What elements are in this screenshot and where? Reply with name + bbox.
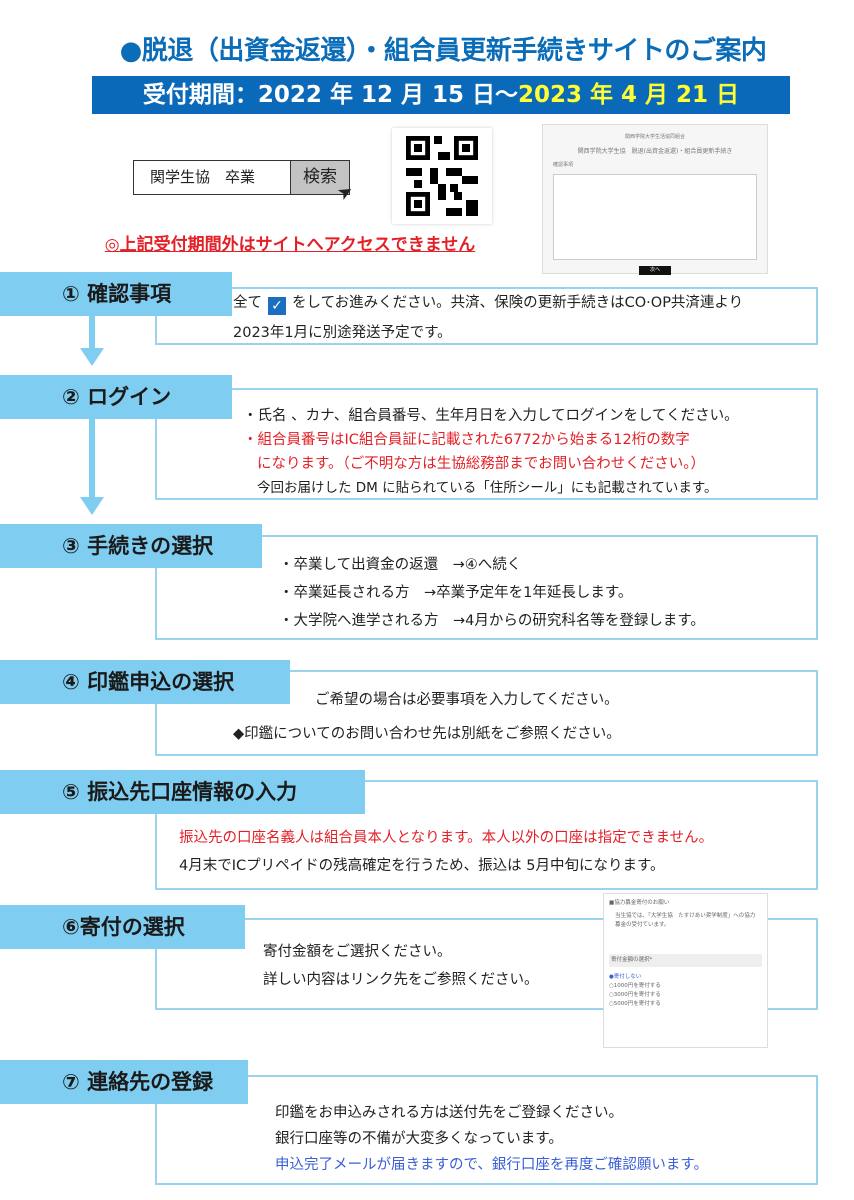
donation-option: ○3000円を寄付する [609,992,661,998]
section-1-box: 全て ✓ をしてお進みください。共済、保険の更新手続きはCO·OP共済連より 202… [155,287,818,345]
donation-screenshot: ■協力募金寄付のお願い 当生協では、「大学生協 たすけあい奨学制度」への協力募金… [603,893,768,1048]
flow-arrow-icon [80,316,104,366]
donation-option: ○5000円を寄付する [609,1001,661,1007]
section-3-header: ③ 手続きの選択 [0,524,262,568]
period-start: 受付期間：2022 年 12 月 15 日～ [142,82,518,108]
section-7-line-2: 銀行口座等の不備が大変多くなっています。 [275,1131,563,1147]
site-content [553,174,757,260]
site-next-button: 次へ [639,266,671,275]
qr-code-icon [406,136,478,216]
section-3-line-2: ・卒業延長される方 →卒業予定年を1年延長します。 [279,585,633,601]
section-4-line-2: ◆印鑑についてのお問い合わせ先は別紙をご参照ください。 [233,726,621,742]
page-title: ●脱退（出資金返還）・組合員更新手続きサイトのご案内 [119,36,767,66]
access-notice: ◎上記受付期間外はサイトへアクセスできません [104,235,476,255]
section-6-line-2: 詳しい内容はリンク先をご参照ください。 [263,972,539,988]
section-2-line-1: ・氏名 、カナ、組合員番号、生年月日を入力してログインをしてください。 [243,408,739,424]
section-5-header: ⑤ 振込先口座情報の入力 [0,770,365,814]
section-1-line-1: 全て ✓ をしてお進みください。共済、保険の更新手続きはCO·OP共済連より [233,291,743,315]
period-end: 2023 年 4 月 21 日 [518,82,740,108]
section-2-header: ② ログイン [0,375,232,419]
search-input[interactable]: 関学生協 卒業 [150,168,256,186]
section-6-line-1: 寄付金額をご選択ください。 [263,944,452,960]
section-7-line-1: 印鑑をお申込みされる方は送付先をご登録ください。 [275,1105,623,1121]
donation-option: ●寄付しない [609,974,642,980]
section-3-line-1: ・卒業して出資金の返還 →④へ続く [279,557,522,573]
site-screenshot: 関西学院大学生活協同組合 関西学院大学生協 脱退(出資金返還)・組合員更新手続き… [542,124,768,275]
section-7-line-3: 申込完了メールが届きますので、銀行口座を再度ご確認願います。 [275,1157,708,1173]
section-6-header: ⑥寄付の選択 [0,905,245,949]
section-2-line-3: になります。（ご不明な方は生協総務部までお問い合わせください。） [257,456,706,472]
section-2-box: ・氏名 、カナ、組合員番号、生年月日を入力してログインをしてください。 ・組合員… [155,388,818,500]
section-2-line-2: ・組合員番号はIC組合員証に記載された6772から始まる12桁の数字 [243,432,690,448]
section-5-line-2: 4月末でICプリペイドの残高確定を行うため、振込は 5月中旬になります。 [179,858,665,874]
section-5-box: 振込先の口座名義人は組合員本人となります。本人以外の口座は指定できません。 4月… [155,780,818,890]
text: をしてお進みください。共済、保険の更新手続きはCO·OP共済連より [292,295,744,311]
site-org: 関西学院大学生活協同組合 [624,134,685,140]
text: 全て [233,295,262,311]
site-heading: 関西学院大学生協 脱退(出資金返還)・組合員更新手続き [577,148,733,155]
donation-select-label: 寄付金額の選択* [609,954,762,967]
search-box[interactable]: 関学生協 卒業 検索 [133,160,350,195]
search-button[interactable]: 検索 [290,161,349,194]
donation-option: ○1000円を寄付する [609,983,661,989]
section-1-header: ① 確認事項 [0,272,232,316]
checkbox-checked-icon: ✓ [268,297,286,315]
section-4-line-1: ご希望の場合は必要事項を入力してください。 [315,692,619,708]
section-2-line-4: 今回お届けした DM に貼られている「住所シール」にも記載されています。 [257,480,718,496]
section-3-box: ・卒業して出資金の返還 →④へ続く ・卒業延長される方 →卒業予定年を1年延長し… [155,535,818,640]
donation-text: 当生協では、「大学生協 たすけあい奨学制度」への協力募金の受付ています。 [615,913,756,928]
qr-code[interactable] [392,128,492,224]
section-4-header: ④ 印鑑申込の選択 [0,660,290,704]
section-7-box: 印鑑をお申込みされる方は送付先をご登録ください。 銀行口座等の不備が大変多くなっ… [155,1075,818,1185]
flow-arrow-icon [80,419,104,515]
donation-heading: ■協力募金寄付のお願い [609,900,670,906]
section-3-line-3: ・大学院へ進学される方 →4月からの研究科名等を登録します。 [279,613,705,629]
site-section: 確認事項 [553,162,574,168]
reception-period-banner: 受付期間：2022 年 12 月 15 日～2023 年 4 月 21 日 [92,76,790,114]
section-7-header: ⑦ 連絡先の登録 [0,1060,248,1104]
section-1-line-2: 2023年1月に別途発送予定です。 [233,325,452,341]
section-5-line-1: 振込先の口座名義人は組合員本人となります。本人以外の口座は指定できません。 [179,830,714,846]
